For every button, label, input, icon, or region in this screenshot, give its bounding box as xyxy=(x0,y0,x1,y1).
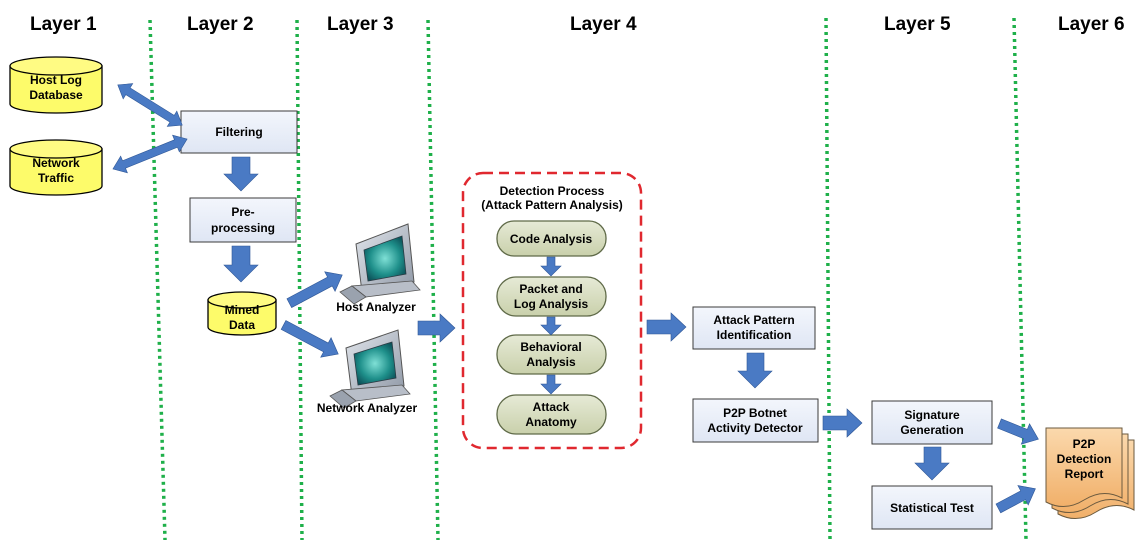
code-analysis-node: Code Analysis xyxy=(496,220,607,257)
signature-generation-label-line2: Generation xyxy=(900,423,963,437)
report-label-line2: Detection xyxy=(1057,452,1112,466)
arrow-mined-network-analyzer xyxy=(280,320,339,358)
layer-title-5: Layer 5 xyxy=(884,14,951,35)
arrow-traffic-filtering xyxy=(112,134,188,174)
arrow-statistical-report xyxy=(995,485,1036,514)
attack-anatomy-node: Attack Anatomy xyxy=(496,394,607,435)
network-analyzer-label: Network Analyzer xyxy=(317,401,418,415)
separator-1 xyxy=(148,19,167,541)
attack-anatomy-label-line2: Anatomy xyxy=(525,415,577,429)
network-traffic-label-line2: Traffic xyxy=(38,171,74,185)
arrow-filtering-preprocessing xyxy=(223,156,259,192)
detection-process-title-line2: (Attack Pattern Analysis) xyxy=(481,198,623,212)
flow-arrows xyxy=(112,83,1039,514)
layer-title-2: Layer 2 xyxy=(187,14,254,35)
behavioral-analysis-label-line2: Analysis xyxy=(526,355,576,369)
arrow-packet-behavioral xyxy=(540,316,562,336)
network-traffic-label-line1: Network xyxy=(32,156,80,170)
filtering-label: Filtering xyxy=(215,125,262,139)
arrow-mined-host-analyzer xyxy=(286,271,343,308)
mined-data-label-line1: Mined xyxy=(225,303,260,317)
separator-4 xyxy=(824,17,832,541)
statistical-test-box: Statistical Test xyxy=(871,485,993,530)
preprocessing-label-line1: Pre- xyxy=(231,205,254,219)
detection-process-group: Detection Process (Attack Pattern Analys… xyxy=(461,171,643,450)
preprocessing-label-line2: processing xyxy=(211,221,275,235)
host-analyzer-label: Host Analyzer xyxy=(336,300,416,314)
network-analyzer-computer-icon xyxy=(329,329,411,409)
arrow-behavioral-anatomy xyxy=(540,374,562,395)
host-analyzer-computer-icon xyxy=(339,223,421,305)
layer-titles: Layer 1 Layer 2 Layer 3 Layer 4 Layer 5 … xyxy=(30,14,1125,35)
layer-title-3: Layer 3 xyxy=(327,14,394,35)
attack-pattern-identification-label-line1: Attack Pattern xyxy=(713,313,794,327)
arrow-hostlog-filtering xyxy=(117,83,183,127)
detection-process-title-line1: Detection Process xyxy=(500,184,605,198)
arrow-code-packet xyxy=(540,256,562,277)
p2p-botnet-activity-detector-box: P2P Botnet Activity Detector xyxy=(692,398,819,443)
code-analysis-label: Code Analysis xyxy=(510,232,593,246)
network-traffic-database: Network Traffic xyxy=(9,139,103,196)
host-log-label-line2: Database xyxy=(29,88,83,102)
signature-generation-label-line1: Signature xyxy=(904,408,960,422)
packet-log-analysis-label-line1: Packet and xyxy=(519,282,582,296)
p2p-detection-report-icon: P2P Detection Report xyxy=(1045,427,1135,519)
separator-2 xyxy=(295,19,304,541)
arrow-signature-statistical xyxy=(914,446,950,481)
host-log-label-line1: Host Log xyxy=(30,73,82,87)
p2p-botnet-detector-label-line2: Activity Detector xyxy=(707,421,803,435)
mined-data-database: Mined Data xyxy=(207,291,277,336)
p2p-botnet-detector-label-line1: P2P Botnet xyxy=(723,406,787,420)
report-label-line1: P2P xyxy=(1073,437,1096,451)
arrow-analyzers-detection xyxy=(417,313,456,343)
separator-3 xyxy=(426,19,440,541)
attack-anatomy-label-line1: Attack xyxy=(533,400,570,414)
host-log-database: Host Log Database xyxy=(9,56,103,114)
detection-process-border xyxy=(461,171,643,450)
packet-log-analysis-label-line2: Log Analysis xyxy=(514,297,589,311)
attack-pattern-identification-label-line2: Identification xyxy=(717,328,792,342)
arrow-detection-attack-pattern xyxy=(646,312,687,342)
preprocessing-box: Pre- processing xyxy=(189,197,297,243)
layer-title-1: Layer 1 xyxy=(30,14,97,35)
behavioral-analysis-label-line1: Behavioral xyxy=(520,340,581,354)
filtering-box: Filtering xyxy=(180,110,298,154)
signature-generation-box: Signature Generation xyxy=(871,400,993,445)
arrow-signature-report xyxy=(997,418,1039,445)
report-label-line3: Report xyxy=(1065,467,1104,481)
layer-title-4: Layer 4 xyxy=(570,14,637,35)
arrow-preprocessing-mined xyxy=(223,245,259,283)
packet-log-analysis-node: Packet and Log Analysis xyxy=(496,276,607,317)
statistical-test-label: Statistical Test xyxy=(890,501,974,515)
arrow-attack-pattern-detector xyxy=(737,352,773,389)
separator-5 xyxy=(1012,17,1028,541)
mined-data-label-line2: Data xyxy=(229,318,255,332)
behavioral-analysis-node: Behavioral Analysis xyxy=(496,334,607,375)
arrow-detector-signature xyxy=(822,408,863,438)
attack-pattern-identification-box: Attack Pattern Identification xyxy=(692,306,816,350)
layer-title-6: Layer 6 xyxy=(1058,14,1125,35)
